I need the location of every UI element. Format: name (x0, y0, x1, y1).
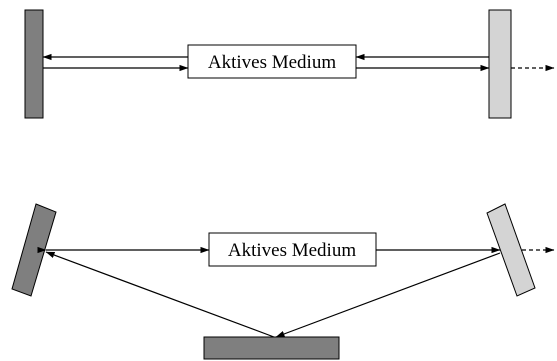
beam-diagonal-left (45, 251, 275, 338)
right-mirror-bottom (486, 203, 536, 297)
right-mirror-top (488, 9, 512, 119)
folded-resonator: Aktives Medium (11, 203, 555, 360)
left-mirror-bottom (11, 203, 57, 297)
active-medium-label-top: Aktives Medium (208, 52, 336, 73)
beam-diagonal-right (275, 252, 501, 338)
linear-resonator: Aktives Medium (24, 9, 555, 119)
bottom-fold-mirror (203, 336, 340, 360)
left-mirror-top (24, 9, 44, 119)
active-medium-label-bottom: Aktives Medium (228, 240, 356, 261)
active-medium-box-top (187, 44, 357, 79)
